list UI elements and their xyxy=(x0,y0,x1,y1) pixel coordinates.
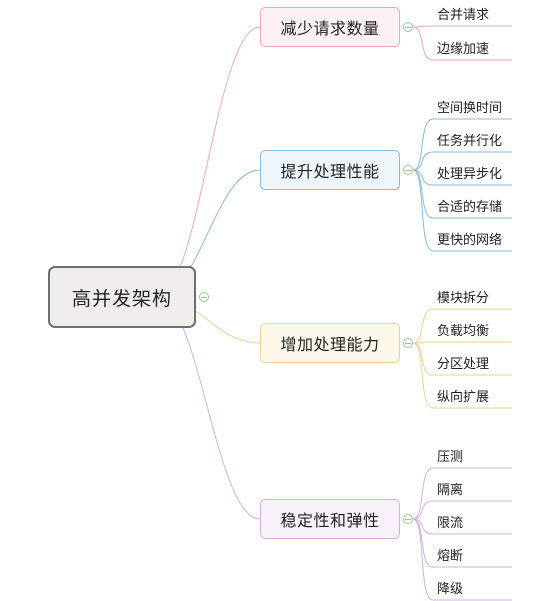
leaf-isolation[interactable]: 隔离 xyxy=(437,483,464,498)
branch-label: 稳定性和弹性 xyxy=(280,511,380,530)
leaf-connector xyxy=(412,518,512,535)
leaf-load-balancing[interactable]: 负载均衡 xyxy=(437,324,490,339)
leaf-connector xyxy=(412,26,512,61)
leaf-async-processing[interactable]: 处理异步化 xyxy=(437,167,503,182)
leaf-rate-limit[interactable]: 限流 xyxy=(437,516,464,531)
branch-collapse-toggle[interactable] xyxy=(403,338,413,348)
root-node[interactable]: 高并发架构 xyxy=(48,266,196,328)
root-node-label: 高并发架构 xyxy=(71,287,172,310)
leaf-connector xyxy=(412,500,512,520)
branch-label: 提升处理性能 xyxy=(280,162,380,181)
leaf-connector xyxy=(412,169,512,219)
leaf-merge-requests[interactable]: 合并请求 xyxy=(437,8,490,23)
leaf-connector xyxy=(412,518,512,568)
leaf-connector xyxy=(412,169,512,186)
leaf-stress-test[interactable]: 压测 xyxy=(437,450,464,465)
leaf-connector xyxy=(412,518,512,601)
branch-reduce-requests[interactable]: 减少请求数量 xyxy=(260,7,400,47)
branch-improve-performance[interactable]: 提升处理性能 xyxy=(260,150,400,190)
leaf-circuit-breaker[interactable]: 熔断 xyxy=(437,549,464,564)
leaf-connector xyxy=(412,341,512,344)
branch-label: 减少请求数量 xyxy=(280,19,380,38)
leaf-connector xyxy=(412,342,512,409)
branch-collapse-toggle[interactable] xyxy=(403,514,413,524)
leaf-connector xyxy=(412,308,512,344)
branch-collapse-toggle[interactable] xyxy=(403,165,413,175)
leaf-connector xyxy=(412,25,512,28)
leaf-faster-network[interactable]: 更快的网络 xyxy=(437,233,503,248)
leaf-connector xyxy=(412,151,512,171)
leaf-degradation[interactable]: 降级 xyxy=(437,582,464,597)
leaf-task-parallel[interactable]: 任务并行化 xyxy=(437,134,503,149)
branch-stability-elasticity[interactable]: 稳定性和弹性 xyxy=(260,499,400,539)
leaf-connector xyxy=(412,118,512,171)
root-branch-connector xyxy=(155,296,261,520)
leaf-connector xyxy=(412,169,512,252)
leaf-space-for-time[interactable]: 空间换时间 xyxy=(437,101,503,116)
leaf-module-split[interactable]: 模块拆分 xyxy=(437,291,490,306)
leaf-suitable-storage[interactable]: 合适的存储 xyxy=(437,200,503,215)
leaf-edge-acceleration[interactable]: 边缘加速 xyxy=(437,42,490,57)
root-collapse-toggle[interactable] xyxy=(199,292,209,302)
branch-collapse-toggle[interactable] xyxy=(403,22,413,32)
branch-label: 增加处理能力 xyxy=(280,335,380,354)
branch-increase-capacity[interactable]: 增加处理能力 xyxy=(260,323,400,363)
leaf-vertical-scaling[interactable]: 纵向扩展 xyxy=(437,390,490,405)
root-branch-connector xyxy=(155,26,261,298)
leaf-connector xyxy=(412,467,512,520)
leaf-partition[interactable]: 分区处理 xyxy=(437,357,490,372)
